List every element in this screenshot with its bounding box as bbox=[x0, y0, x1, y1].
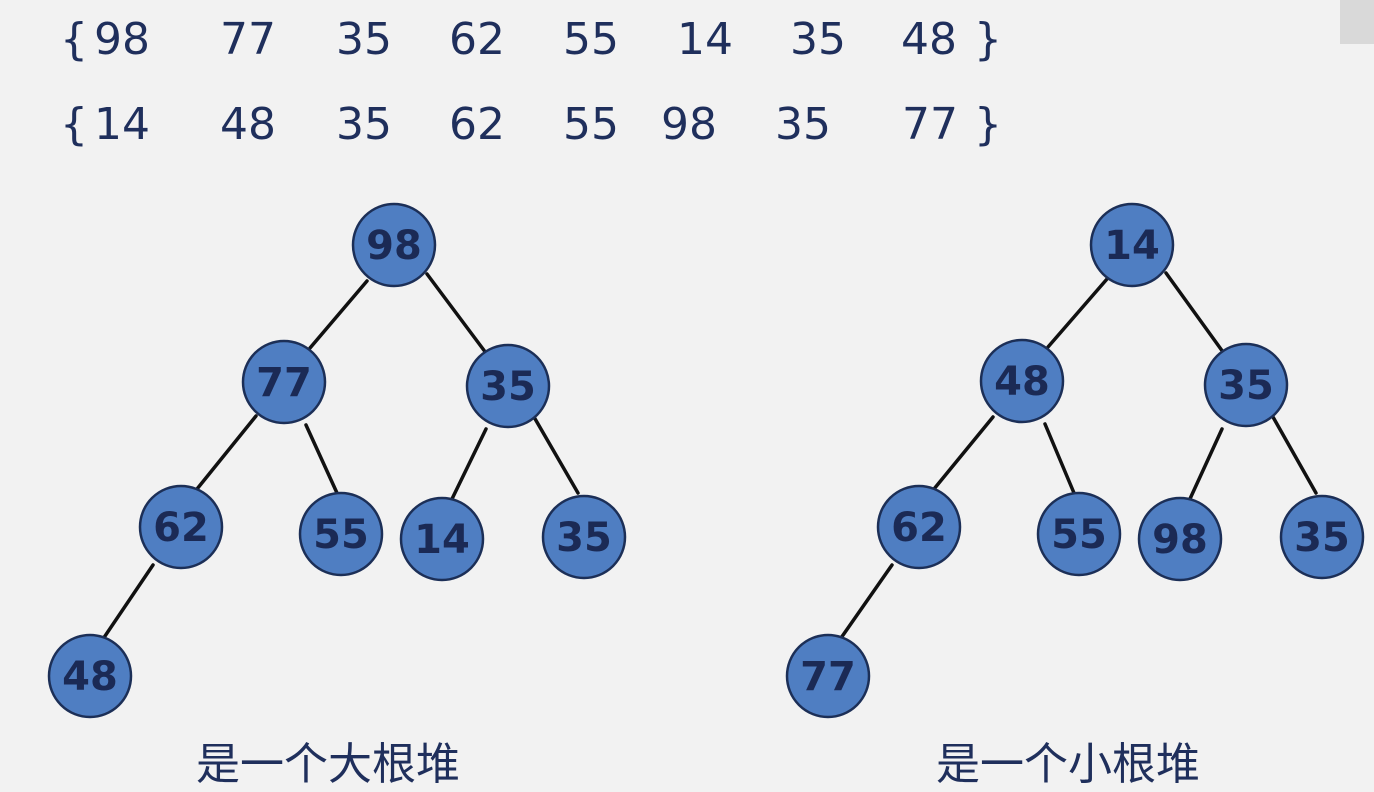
tree-edge bbox=[532, 415, 580, 495]
node-label: 62 bbox=[153, 505, 209, 551]
tree-edge bbox=[1046, 277, 1109, 349]
min-heap-caption: 是一个小根堆 bbox=[936, 739, 1200, 790]
array-value: 98 bbox=[94, 14, 150, 65]
tree-edge bbox=[304, 423, 339, 495]
array-value: 35 bbox=[336, 14, 392, 65]
array-open-brace: { bbox=[60, 14, 88, 65]
array-value: 48 bbox=[220, 99, 276, 150]
tree-edge bbox=[839, 563, 894, 640]
array-value: 55 bbox=[563, 99, 619, 150]
array-value: 35 bbox=[336, 99, 392, 150]
tree-node: 14 bbox=[1089, 202, 1175, 288]
tree-node: 35 bbox=[1203, 342, 1289, 428]
array-value: 62 bbox=[449, 99, 505, 150]
corner-tab bbox=[1340, 0, 1374, 44]
array-value: 14 bbox=[677, 14, 733, 65]
array-close-brace: } bbox=[974, 14, 1002, 65]
tree-node: 62 bbox=[876, 484, 962, 570]
array-value: 48 bbox=[901, 14, 957, 65]
tree-node: 77 bbox=[241, 339, 327, 425]
tree-edge bbox=[308, 279, 369, 350]
tree-edge bbox=[1164, 271, 1225, 354]
node-label: 48 bbox=[62, 654, 118, 700]
max-heap-tree: 98 77 35 62 55 14 35 48 bbox=[47, 202, 627, 719]
tree-node: 35 bbox=[541, 494, 627, 580]
tree-node: 98 bbox=[1137, 496, 1223, 582]
array-value: 35 bbox=[775, 99, 831, 150]
tree-edge bbox=[195, 414, 258, 491]
array-value: 77 bbox=[902, 99, 958, 150]
node-label: 14 bbox=[1104, 223, 1160, 269]
array-value: 35 bbox=[790, 14, 846, 65]
node-label: 35 bbox=[556, 515, 612, 561]
array-value: 55 bbox=[563, 14, 619, 65]
node-label: 77 bbox=[256, 360, 312, 406]
array-value: 77 bbox=[220, 14, 276, 65]
tree-node: 48 bbox=[979, 338, 1065, 424]
tree-edge bbox=[101, 563, 155, 641]
node-label: 98 bbox=[1152, 517, 1208, 563]
node-label: 55 bbox=[313, 512, 369, 558]
node-label: 62 bbox=[891, 505, 947, 551]
tree-node: 14 bbox=[399, 496, 485, 582]
tree-edge bbox=[1187, 427, 1224, 503]
node-label: 98 bbox=[366, 223, 422, 269]
tree-edge bbox=[1271, 415, 1318, 495]
node-label: 48 bbox=[994, 359, 1050, 405]
tree-node: 35 bbox=[465, 343, 551, 429]
array-value: 98 bbox=[661, 99, 717, 150]
tree-node: 77 bbox=[785, 633, 871, 719]
tree-node: 55 bbox=[1036, 491, 1122, 577]
tree-node: 55 bbox=[298, 491, 384, 577]
node-label: 55 bbox=[1051, 512, 1107, 558]
node-label: 14 bbox=[414, 517, 470, 563]
node-label: 35 bbox=[1294, 515, 1350, 561]
tree-node: 98 bbox=[351, 202, 437, 288]
tree-node: 48 bbox=[47, 633, 133, 719]
node-label: 35 bbox=[480, 364, 536, 410]
tree-edge bbox=[932, 415, 995, 491]
array-close-brace: } bbox=[974, 99, 1002, 150]
min-heap-tree: 14 48 35 62 55 98 35 77 bbox=[785, 202, 1365, 719]
max-heap-caption: 是一个大根堆 bbox=[196, 739, 460, 790]
tree-node: 62 bbox=[138, 484, 224, 570]
tree-edge bbox=[425, 272, 488, 355]
tree-edge bbox=[1043, 422, 1076, 495]
tree-node: 35 bbox=[1279, 494, 1365, 580]
array-value: 62 bbox=[449, 14, 505, 65]
array-open-brace: { bbox=[60, 99, 88, 150]
tree-edge bbox=[449, 427, 488, 503]
node-label: 35 bbox=[1218, 363, 1274, 409]
node-label: 77 bbox=[800, 654, 856, 700]
array-value: 14 bbox=[94, 99, 150, 150]
